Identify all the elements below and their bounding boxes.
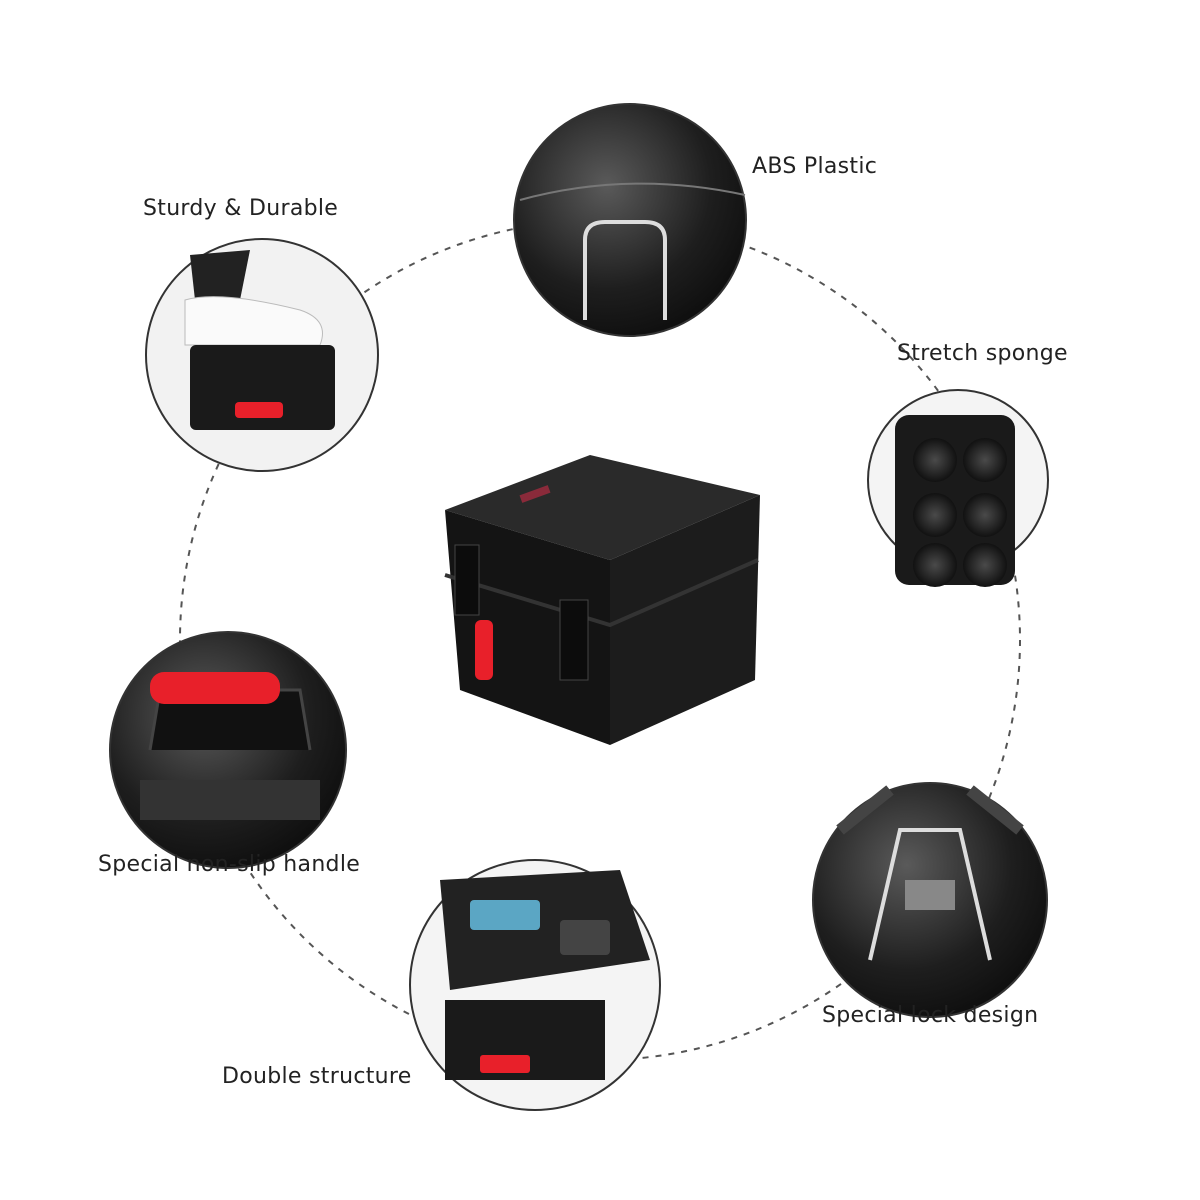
handle-photo: [109, 631, 347, 869]
feature-label-abs-plastic: ABS Plastic: [752, 154, 878, 179]
abs-plastic-photo: [513, 103, 747, 337]
feature-label-sturdy-durable: Sturdy & Durable: [143, 196, 339, 221]
feature-label-double-structure: Double structure: [222, 1064, 412, 1089]
lock-photo: [812, 782, 1048, 1018]
case-photo: [444, 455, 760, 745]
feature-label-stretch-sponge: Stretch sponge: [897, 341, 1068, 366]
feature-label-non-slip-handle: Special non-slip handle: [98, 852, 361, 877]
sturdy-durable-photo: [145, 238, 379, 472]
stretch-sponge-photo: [867, 389, 1049, 587]
double-structure-photo: [409, 859, 661, 1111]
feature-label-lock-design: Special lock design: [822, 1003, 1039, 1028]
